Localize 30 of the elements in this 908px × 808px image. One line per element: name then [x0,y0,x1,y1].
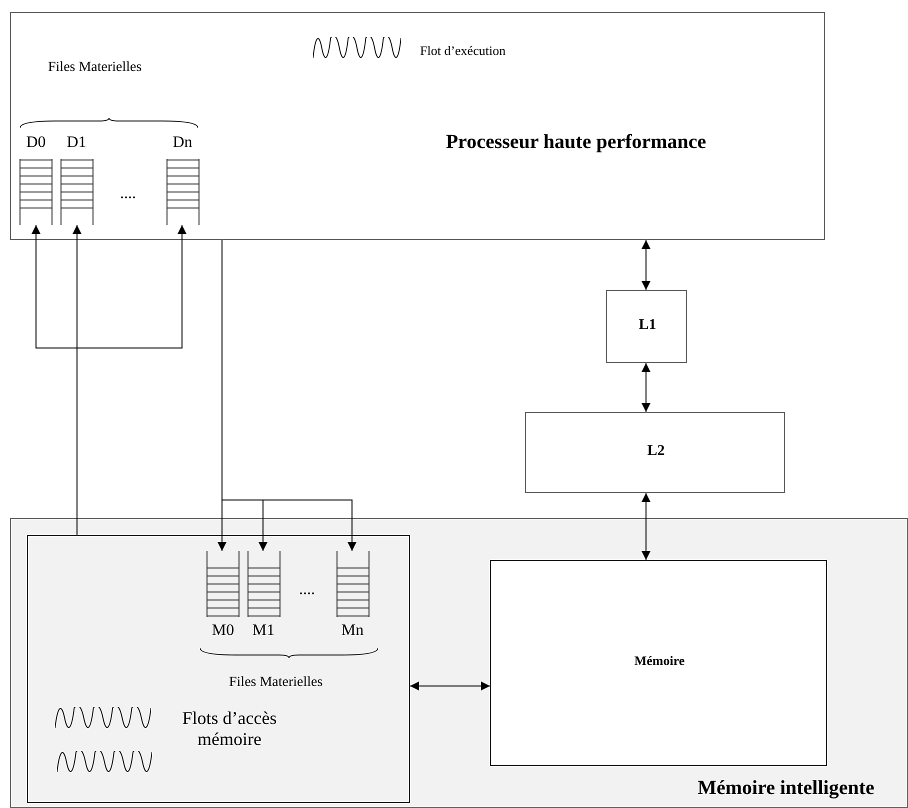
text-label: Flot d’exécution [420,44,506,57]
component-box [606,290,687,363]
hardware-queue [166,134,199,225]
text-label: .... [299,582,315,598]
queue-label: Dn [172,134,194,152]
box-label: L1 [638,317,658,334]
text-label: Files Materielles [48,61,142,75]
hardware-queue [19,134,53,225]
queue-label: M0 [210,622,236,640]
component-box [525,412,785,493]
arrow [410,682,490,690]
arrow [642,492,650,560]
arrow [642,240,650,290]
box-label: Processeur haute performance [444,131,708,154]
component-box [10,12,825,240]
box-label: L2 [646,443,666,460]
queue-label: M1 [251,622,276,640]
box-label: Mémoire [633,654,686,669]
queue-label: D1 [66,134,88,152]
text-label: .... [120,186,136,202]
box-label: Flots d’accès mémoire [181,708,278,750]
component-box [10,518,908,808]
box-label: Mémoire intelligente [696,777,876,800]
component-box [27,535,410,803]
text-label: Files Materielles [229,676,323,690]
queue-label: Mn [340,622,365,640]
arrow [642,362,650,412]
queue-label: D0 [25,134,47,152]
hardware-queue [60,134,93,225]
component-box [490,560,827,766]
